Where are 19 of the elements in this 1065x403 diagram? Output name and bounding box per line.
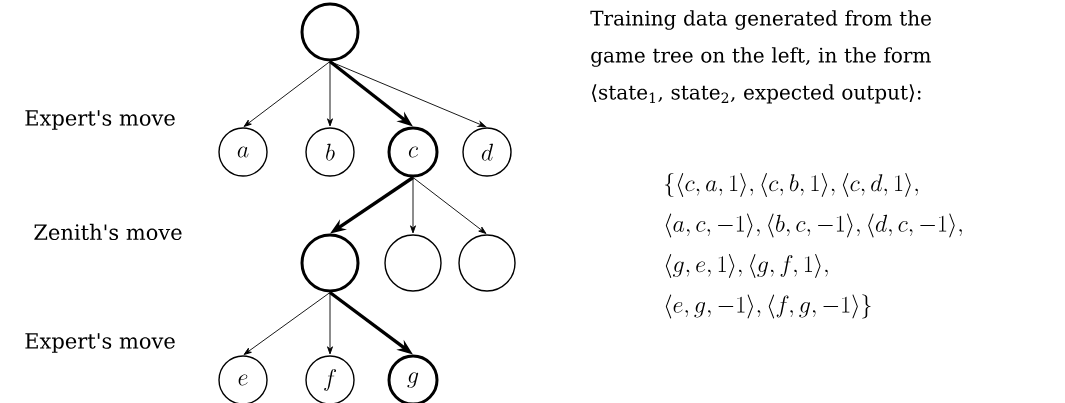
move-label: Expert's move [25, 110, 175, 130]
state-circle [300, 2, 360, 62]
formula-line: $\langle g, e, 1\rangle, \langle g, f, 1\rangle,$ [665, 254, 828, 278]
arrow [410, 177, 416, 234]
move-label: Expert's move [25, 333, 175, 353]
formula-line: $\langle e, g, -1\rangle, \langle f, g, -1\rangle\}$ [665, 294, 871, 319]
arrow [329, 61, 487, 128]
arrow [327, 292, 333, 355]
move-label: Zenith's move [34, 223, 182, 241]
arrow [327, 61, 333, 127]
arrow [243, 61, 331, 127]
description-text: Training data generated from the game tree on the left, in the form ⟨state$_{1}$, state$_{2}$, expected output⟩: [590, 10, 931, 104]
state-circle [384, 234, 442, 292]
formula-line: $\langle a, c, -1\rangle, \langle b, c, -1\rangle, \langle d, c, -1\rangle,$ [665, 213, 962, 238]
formula-line: $\{\langle c, a, 1\rangle, \langle c, b, 1\rangle, \langle c, d, 1\rangle,$ [664, 173, 918, 197]
state-circle [300, 233, 360, 293]
arrow [412, 177, 487, 234]
state-circle [458, 234, 516, 292]
arrow [243, 292, 331, 355]
